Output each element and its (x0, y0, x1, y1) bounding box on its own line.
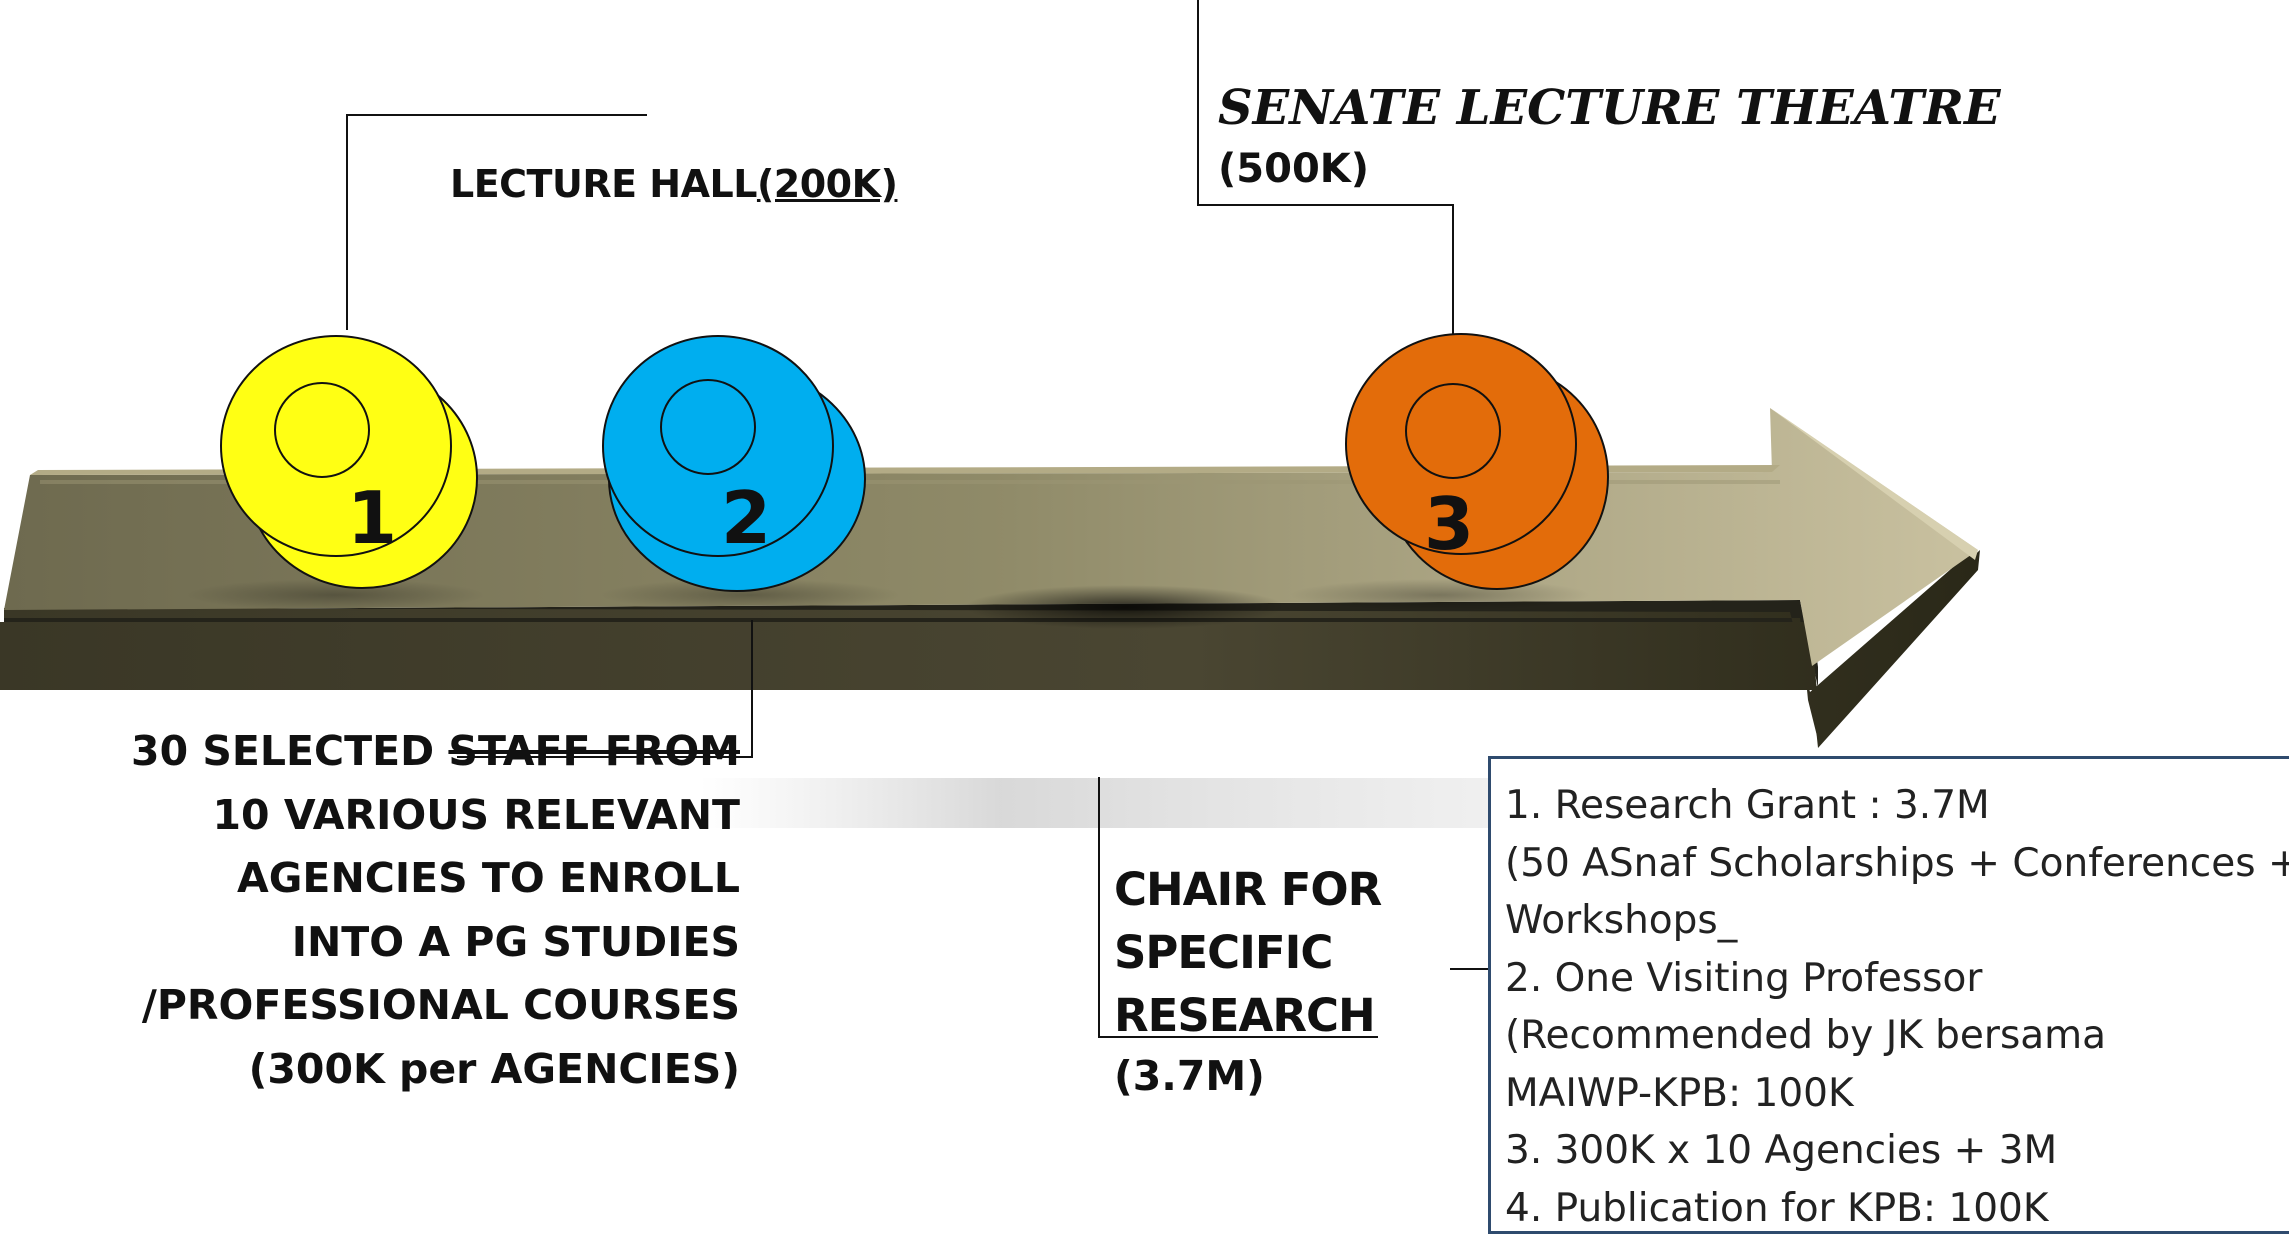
milestone-1-ball (220, 335, 478, 589)
senate-title: SENATE LECTURE THEATRE (1218, 80, 2001, 136)
staff-line-1: 30 SELECTED STAFF FROM (100, 720, 740, 784)
staff-line-3: AGENCIES TO ENROLL (237, 854, 740, 902)
senate-amount: (500K) (1218, 146, 1370, 192)
callout-line-2 (457, 620, 753, 758)
chair-amount: (3.7M) (1114, 1052, 1265, 1100)
details-line-1: 1. Research Grant : 3.7M (1505, 783, 1990, 828)
lecture-hall-label: LECTURE HALL(200K) (450, 162, 898, 206)
staff-line-2: 10 VARIOUS RELEVANT (212, 790, 740, 839)
details-box: 1. Research Grant : 3.7M (50 ASnaf Schol… (1488, 756, 2289, 1234)
details-line-6: MAIWP-KPB: 100K (1505, 1070, 1854, 1116)
staff-line-5: /PROFESSIONAL COURSES (141, 981, 740, 1029)
lecture-hall-title: LECTURE HALL (450, 162, 757, 206)
details-line-7: 3. 300K x 10 Agencies + 3M (1505, 1128, 2058, 1173)
details-line-4: 2. One Visiting Professor (1505, 955, 1983, 1001)
milestone-3-ball (1345, 333, 1609, 590)
staff-line-4: INTO A PG STUDIES (291, 917, 740, 966)
staff-line-1-struck: STAFF FROM (448, 727, 740, 775)
milestone-2-number: 2 (721, 476, 772, 560)
details-line-2: (50 ASnaf Scholarships + Conferences + (1505, 840, 2289, 886)
chair-line-3: RESEARCH (1114, 989, 1376, 1042)
callout-line-chair (1098, 777, 1378, 1038)
chair-label: CHAIR FOR SPECIFIC RESEARCH (1114, 858, 1382, 1047)
chair-line-2: SPECIFIC (1114, 926, 1333, 979)
details-line-8: 4. Publication for KPB: 100K (1505, 1185, 2049, 1231)
milestone-1-number: 1 (347, 476, 398, 560)
ball-shadow (965, 585, 1285, 629)
staff-description: 30 SELECTED STAFF FROM 10 VARIOUS RELEVA… (100, 720, 740, 1101)
milestone-2-ball (602, 335, 866, 592)
lecture-hall-amount: (200K) (756, 162, 898, 206)
callout-line-3 (1197, 0, 1454, 392)
chair-line-1: CHAIR FOR (1114, 863, 1382, 916)
details-line-3: Workshops_ (1505, 898, 1738, 943)
staff-line-6: (300K per AGENCIES) (248, 1044, 740, 1093)
callout-line-1 (346, 114, 647, 330)
details-line-5: (Recommended by JK bersama (1505, 1013, 2107, 1058)
staff-line-1-plain: 30 SELECTED (131, 727, 449, 775)
milestone-3-number: 3 (1424, 482, 1475, 566)
